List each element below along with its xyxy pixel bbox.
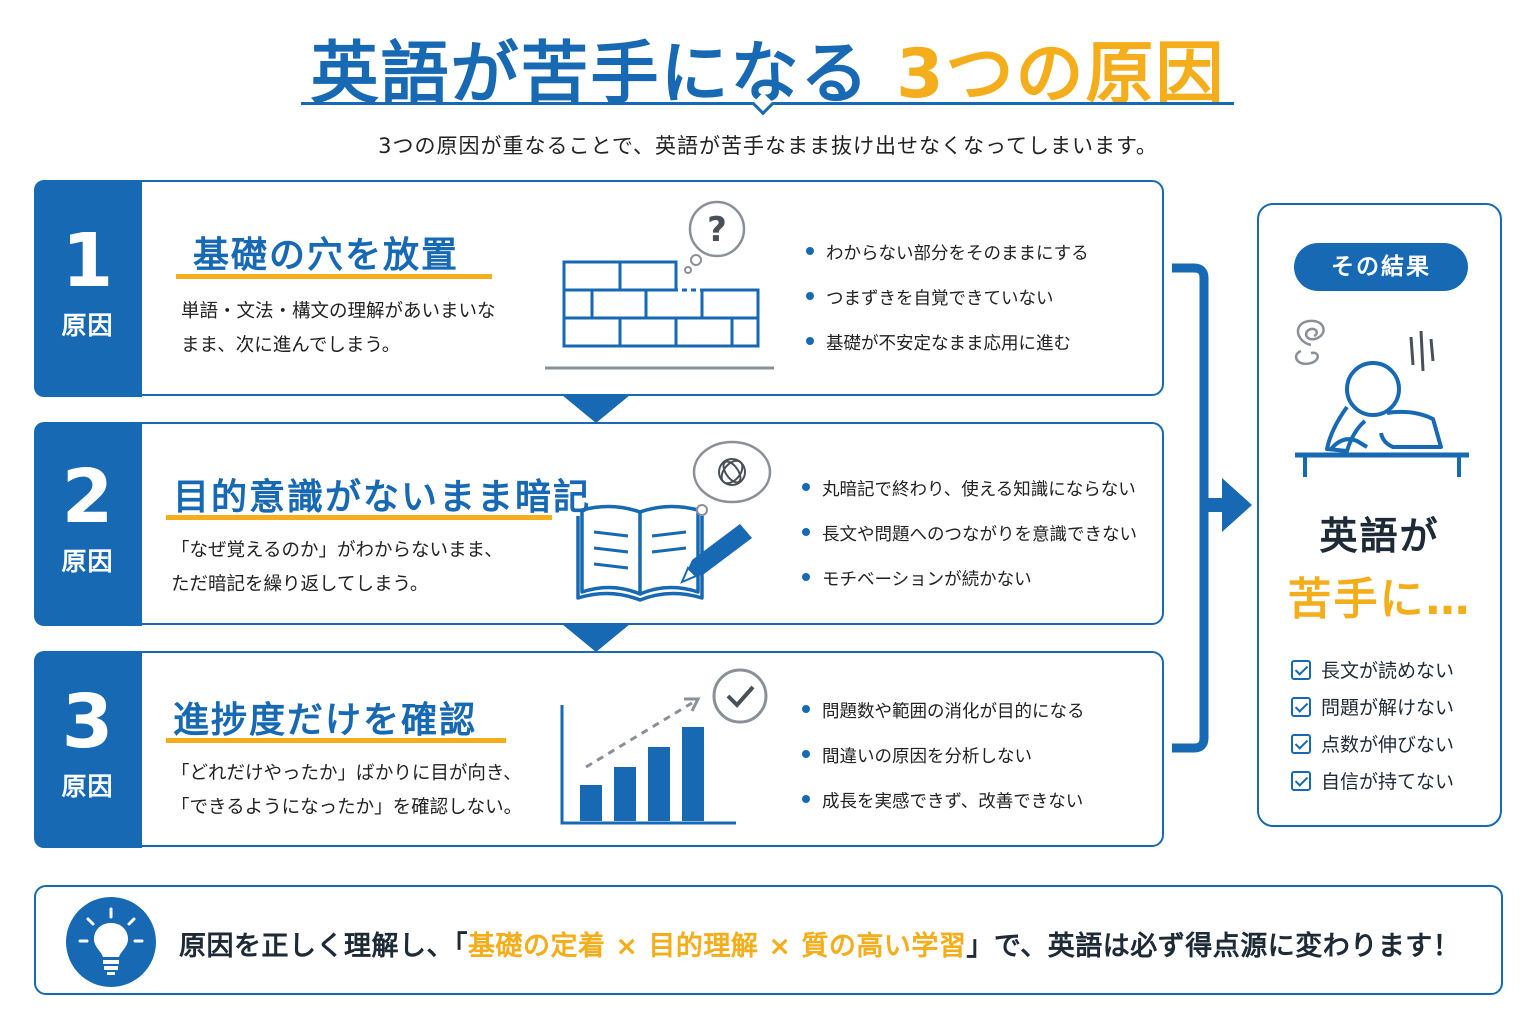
list-item: 基礎が不安定なまま応用に進む [806,330,1089,375]
bar-chart-check-icon [560,668,768,825]
cause-points: 問題数や範囲の消化が目的になる 間違いの原因を分析しない 成長を実感できず、改善… [802,698,1085,833]
cause-heading: 基礎の穴を放置 [193,235,460,276]
lightbulb-icon [66,897,156,987]
cause-number: 3 [61,678,114,765]
result-list: 長文が読めない 問題が解けない 点数が伸びない 自信が持てない [1291,651,1454,799]
page-title: 英語が苦手になる 3つの原因 [0,18,1536,117]
cause-number: 1 [61,217,114,304]
list-item: 成長を実感できず、改善できない [802,788,1085,833]
desc-line: ただ暗記を繰り返してしまう。 [171,574,429,595]
cause-heading: 進捗度だけを確認 [173,700,478,741]
cause-description: 「どれだけやったか」ばかりに目が向き、 「できるようになったか」を確認しない。 [171,757,522,825]
open-book-pencil-icon [576,440,772,602]
result-pill: その結果 [1294,243,1468,291]
cause-description: 単語・文法・構文の理解があいまいな まま、次に進んでしまう。 [181,295,496,363]
desc-line: 「できるようになったか」を確認しない。 [171,797,523,818]
bottom-message: 原因を正しく理解し、「基礎の定着 × 目的理解 × 質の高い学習」で、英語は必ず… [179,924,1460,963]
list-item: モチベーションが続かない [802,566,1137,611]
result-item-label: 問題が解けない [1321,697,1455,719]
cause-card-2: 2 原因 目的意識がないまま暗記 「なぜ覚えるのか」がわからないまま、 ただ暗記… [33,421,1164,626]
cause-number: 2 [61,453,114,540]
down-arrow [562,395,630,423]
result-panel: その結果 英語が 苦手に… 長文が読めない 問題が解けない 点数が伸びない 自信… [1257,203,1502,827]
list-item: 間違いの原因を分析しない [802,743,1085,788]
frustrated-student-icon [1294,319,1469,477]
desc-line: まま、次に進んでしまう。 [181,335,401,356]
bottom-banner: 原因を正しく理解し、「基礎の定着 × 目的理解 × 質の高い学習」で、英語は必ず… [34,885,1503,995]
result-item-label: 長文が読めない [1321,660,1455,682]
desc-line: 「なぜ覚えるのか」がわからないまま、 [171,540,503,561]
result-item: 点数が伸びない [1291,725,1454,762]
result-item: 長文が読めない [1291,651,1454,688]
checkbox-icon [1291,696,1311,717]
bottom-highlight: 基礎の定着 × 目的理解 × 質の高い学習 [468,931,967,962]
list-item: 丸暗記で終わり、使える知識にならない [802,476,1137,521]
list-item: 長文や問題へのつながりを意識できない [802,521,1137,566]
result-line-2: 苦手に… [1287,574,1472,625]
desc-line: 単語・文法・構文の理解があいまいな [181,301,496,322]
heading-underline [166,515,552,520]
list-item: つまずきを自覚できていない [806,285,1089,330]
page-title-main: 英語が苦手になる [310,35,871,114]
cause-label: 原因 [61,771,114,801]
result-item: 自信が持てない [1291,762,1454,799]
checkbox-icon [1291,733,1311,754]
cause-label: 原因 [61,310,114,340]
result-item-label: 自信が持てない [1321,771,1455,793]
brick-wall-question-icon: ? [545,200,774,370]
cause-points: わからない部分をそのままにする つまずきを自覚できていない 基礎が不安定なまま応… [806,240,1089,375]
desc-line: 「どれだけやったか」ばかりに目が向き、 [171,763,522,784]
result-item: 問題が解けない [1291,688,1454,725]
cause-points: 丸暗記で終わり、使える知識にならない 長文や問題へのつながりを意識できない モチ… [802,476,1137,611]
cause-tab-2: 2 原因 [33,421,142,626]
heading-underline [166,738,506,743]
cause-label: 原因 [61,546,114,576]
down-arrow [562,624,630,652]
result-line-1: 英語が [1319,514,1440,558]
bottom-suffix: 」で、英語は必ず得点源に変わります！ [966,931,1461,962]
cause-tab-1: 1 原因 [33,179,142,397]
page-title-accent: 3つの原因 [896,35,1226,114]
checkbox-icon [1291,659,1311,680]
cause-card-3: 3 原因 進捗度だけを確認 「どれだけやったか」ばかりに目が向き、 「できるよう… [33,650,1164,848]
heading-underline [176,274,492,279]
cause-heading: 目的意識がないまま暗記 [173,477,592,518]
checkbox-icon [1291,770,1311,791]
bracket-arrow-icon [1172,263,1252,753]
bottom-prefix: 原因を正しく理解し、「 [179,931,468,962]
svg-text:?: ? [707,210,727,250]
list-item: 問題数や範囲の消化が目的になる [802,698,1085,743]
list-item: わからない部分をそのままにする [806,240,1089,285]
result-item-label: 点数が伸びない [1321,734,1455,756]
cause-card-1: 1 原因 基礎の穴を放置 単語・文法・構文の理解があいまいな まま、次に進んでし… [33,179,1164,397]
cause-description: 「なぜ覚えるのか」がわからないまま、 ただ暗記を繰り返してしまう。 [171,534,503,602]
page-subtitle: 3つの原因が重なることで、英語が苦手なまま抜け出せなくなってしまいます。 [378,134,1158,158]
cause-tab-3: 3 原因 [33,650,142,848]
